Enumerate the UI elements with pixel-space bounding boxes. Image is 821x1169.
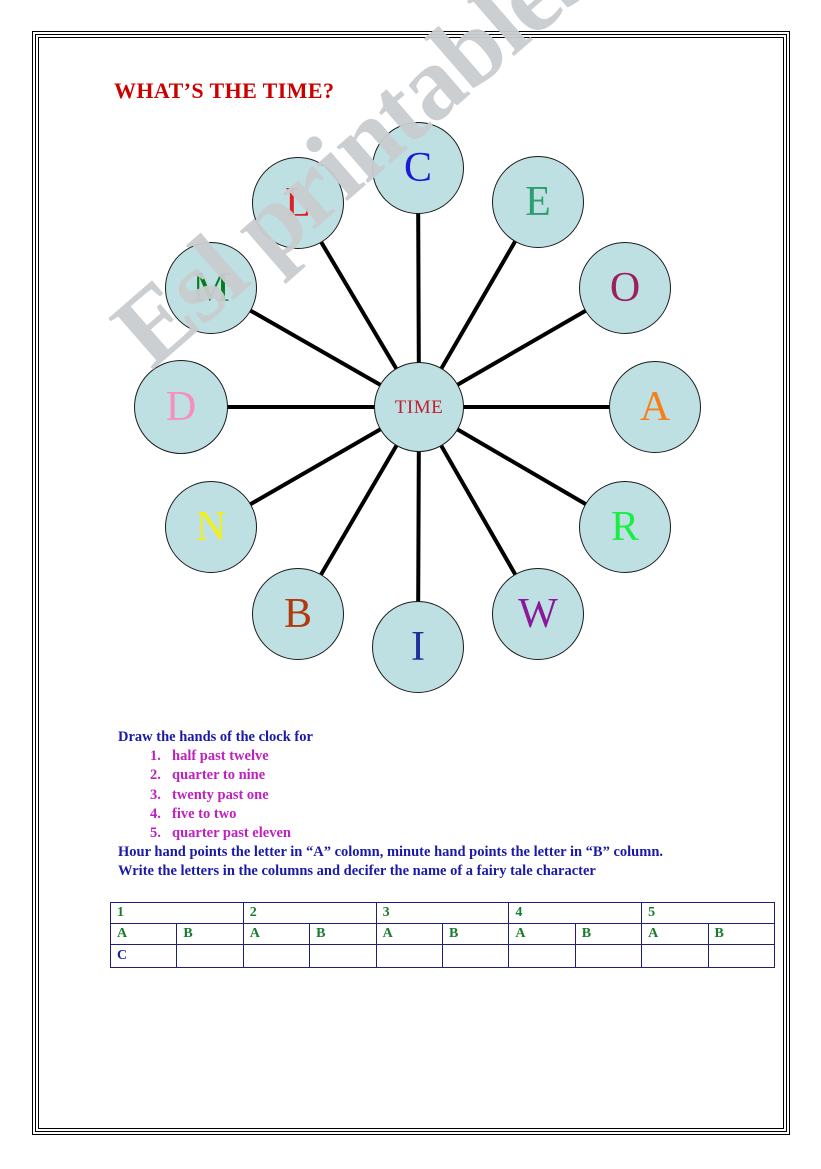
spoke-line-b bbox=[318, 443, 399, 577]
page-title: WHAT’S THE TIME? bbox=[114, 78, 335, 103]
letter-node-label: N bbox=[195, 504, 227, 550]
letter-node-label: O bbox=[609, 265, 641, 311]
letter-node-label: E bbox=[525, 179, 551, 225]
clock-time-item: 4. five to two bbox=[150, 805, 778, 824]
clock-time-number: 2. bbox=[150, 767, 161, 784]
table-sub-header: B bbox=[309, 923, 377, 945]
spoke-line-r bbox=[456, 427, 588, 507]
table-sub-header: A bbox=[508, 923, 576, 945]
clock-time-item: 3. twenty past one bbox=[150, 786, 778, 805]
letter-node-label: L bbox=[285, 180, 311, 226]
instructions-block: Draw the hands of the clock for 1. half p… bbox=[118, 728, 778, 882]
letter-node-label: D bbox=[165, 384, 197, 430]
letter-node-r[interactable]: R bbox=[579, 481, 671, 573]
letter-node-o[interactable]: O bbox=[579, 242, 671, 334]
table-sub-header: A bbox=[375, 923, 443, 945]
table-group-header: 3 bbox=[375, 902, 510, 924]
table-group-header: 4 bbox=[508, 902, 643, 924]
clock-time-text: five to two bbox=[172, 805, 237, 822]
answer-cell[interactable] bbox=[441, 944, 510, 968]
clock-time-number: 3. bbox=[150, 786, 161, 803]
answer-cell[interactable]: C bbox=[109, 944, 178, 968]
answer-cell[interactable] bbox=[508, 944, 576, 968]
table-sub-header: A bbox=[242, 923, 311, 945]
clock-time-item: 2. quarter to nine bbox=[150, 766, 778, 785]
letter-node-m[interactable]: M bbox=[165, 242, 257, 334]
answer-cell[interactable] bbox=[641, 944, 709, 968]
letter-node-d[interactable]: D bbox=[134, 360, 228, 454]
clock-time-number: 5. bbox=[150, 825, 161, 842]
center-node-time[interactable]: TIME bbox=[374, 362, 464, 452]
answer-cell[interactable] bbox=[574, 944, 643, 968]
diagram-spokes bbox=[227, 212, 610, 603]
clock-time-text: twenty past one bbox=[172, 786, 269, 803]
letter-node-a[interactable]: A bbox=[609, 361, 701, 453]
clock-time-text: quarter past eleven bbox=[172, 825, 291, 842]
table-group-header: 1 bbox=[110, 902, 244, 924]
clock-time-item: 5. quarter past eleven bbox=[150, 824, 778, 843]
clock-time-number: 1. bbox=[150, 748, 161, 765]
answer-cell[interactable] bbox=[375, 944, 443, 968]
spoke-line-c bbox=[416, 212, 421, 364]
table-sub-header: B bbox=[176, 923, 244, 945]
letter-node-c[interactable]: C bbox=[372, 122, 464, 214]
answer-cell[interactable] bbox=[309, 944, 377, 968]
clock-time-item: 1. half past twelve bbox=[150, 747, 778, 766]
spoke-line-e bbox=[439, 239, 518, 370]
spoke-line-i bbox=[416, 450, 421, 603]
spoke-line-o bbox=[456, 308, 588, 387]
table-row-answers: C bbox=[109, 944, 776, 968]
letter-node-n[interactable]: N bbox=[165, 481, 257, 573]
instructions-tail-line-2: Write the letters in the columns and dec… bbox=[118, 863, 596, 880]
spoke-line-l bbox=[319, 240, 399, 371]
letter-node-label: M bbox=[192, 265, 230, 311]
table-sub-header: B bbox=[441, 923, 510, 945]
spoke-line-m bbox=[249, 308, 382, 387]
letter-node-l[interactable]: L bbox=[252, 157, 344, 249]
letter-node-e[interactable]: E bbox=[492, 156, 584, 248]
clock-time-text: half past twelve bbox=[172, 748, 269, 765]
spoke-line-w bbox=[439, 444, 518, 576]
letter-node-b[interactable]: B bbox=[252, 568, 344, 660]
table-group-header: 2 bbox=[242, 902, 377, 924]
answer-cell[interactable] bbox=[176, 944, 244, 968]
clock-time-number: 4. bbox=[150, 805, 161, 822]
letter-node-label: B bbox=[283, 591, 312, 637]
letter-node-label: A bbox=[639, 384, 671, 430]
center-node-label: TIME bbox=[394, 396, 444, 418]
letter-node-label: I bbox=[411, 624, 425, 670]
spoke-line-n bbox=[248, 427, 382, 507]
table-sub-header: A bbox=[641, 923, 709, 945]
letter-node-label: C bbox=[403, 145, 432, 191]
instructions-tail-line-1: Hour hand points the letter in “A” colom… bbox=[118, 844, 664, 861]
answer-cell[interactable] bbox=[242, 944, 311, 968]
table-sub-header: B bbox=[707, 923, 776, 945]
letter-node-label: R bbox=[610, 504, 639, 550]
instructions-lead: Draw the hands of the clock for bbox=[118, 729, 313, 745]
letter-node-i[interactable]: I bbox=[372, 601, 464, 693]
clock-times-list: 1. half past twelve 2. quarter to nine 3. twe… bbox=[118, 747, 778, 843]
letter-node-label: W bbox=[518, 591, 558, 637]
answer-cell[interactable] bbox=[707, 944, 776, 968]
spider-diagram: C L E M O D A N R B W I TIME bbox=[134, 122, 701, 693]
letter-node-w[interactable]: W bbox=[492, 568, 584, 660]
table-sub-header: A bbox=[109, 923, 178, 945]
table-group-header: 5 bbox=[641, 902, 775, 924]
table-sub-header: B bbox=[574, 923, 643, 945]
clock-time-text: quarter to nine bbox=[172, 767, 266, 784]
